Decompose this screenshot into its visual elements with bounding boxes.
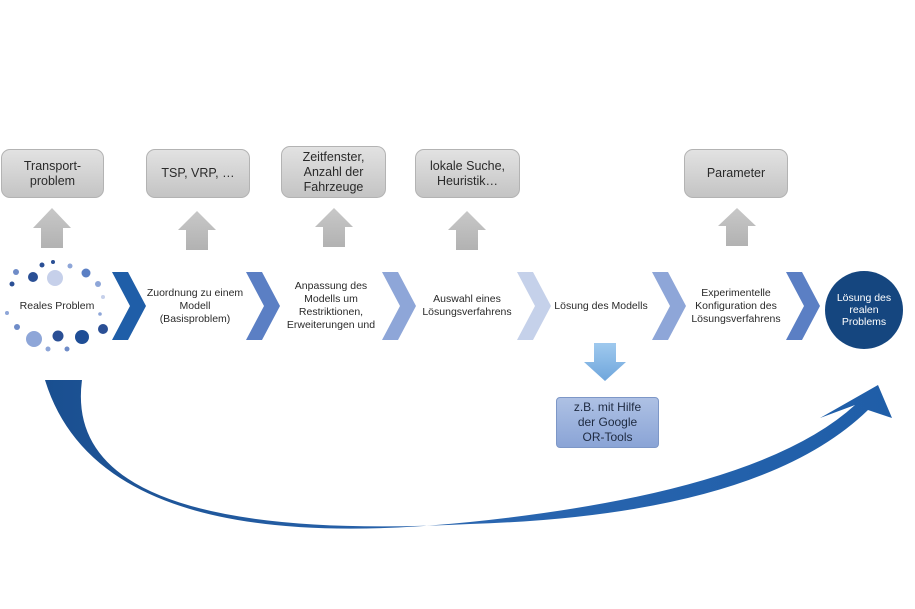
curved-feedback-arrow [45, 380, 892, 529]
step-loesung-modell: Lösung des Modells [554, 299, 648, 312]
step-zuordnung-modell: Zuordnung zu einem Modell (Basisproblem) [146, 286, 244, 325]
top-box-zeitfenster: Zeitfenster, Anzahl der Fahrzeuge [281, 146, 386, 198]
down-arrow-tools [584, 343, 626, 381]
problem-dots-cluster [5, 260, 108, 352]
step-auswahl-verfahren: Auswahl eines Lösungsverfahrens [422, 293, 512, 318]
chevron-2 [246, 272, 280, 340]
top-box-transportproblem: Transport- problem [1, 149, 104, 198]
chevron-1 [112, 272, 146, 340]
top-box-parameter: Parameter [684, 149, 788, 198]
up-arrow-2 [178, 211, 216, 250]
up-arrow-3 [315, 208, 353, 247]
chevron-5 [652, 272, 686, 340]
step-reales-problem: Reales Problem [19, 299, 95, 312]
final-solution-circle [825, 271, 903, 349]
chevron-3 [382, 272, 416, 340]
top-box-tsp-vrp: TSP, VRP, … [146, 149, 250, 198]
step-anpassung-modell: Anpassung des Modells um Restriktionen, … [286, 280, 376, 331]
up-arrow-1 [33, 208, 71, 248]
tool-box-or-tools: z.B. mit Hilfe der Google OR-Tools [556, 397, 659, 448]
top-box-lokale-suche: lokale Suche, Heuristik… [415, 149, 520, 198]
step-experimentelle-konfiguration: Experimentelle Konfiguration des Lösungs… [691, 286, 781, 325]
final-step-label: Lösung des realen Problems [836, 292, 892, 328]
up-arrow-5 [718, 208, 756, 246]
up-arrow-4 [448, 211, 486, 250]
chevron-4 [517, 272, 551, 340]
chevron-6 [786, 272, 820, 340]
